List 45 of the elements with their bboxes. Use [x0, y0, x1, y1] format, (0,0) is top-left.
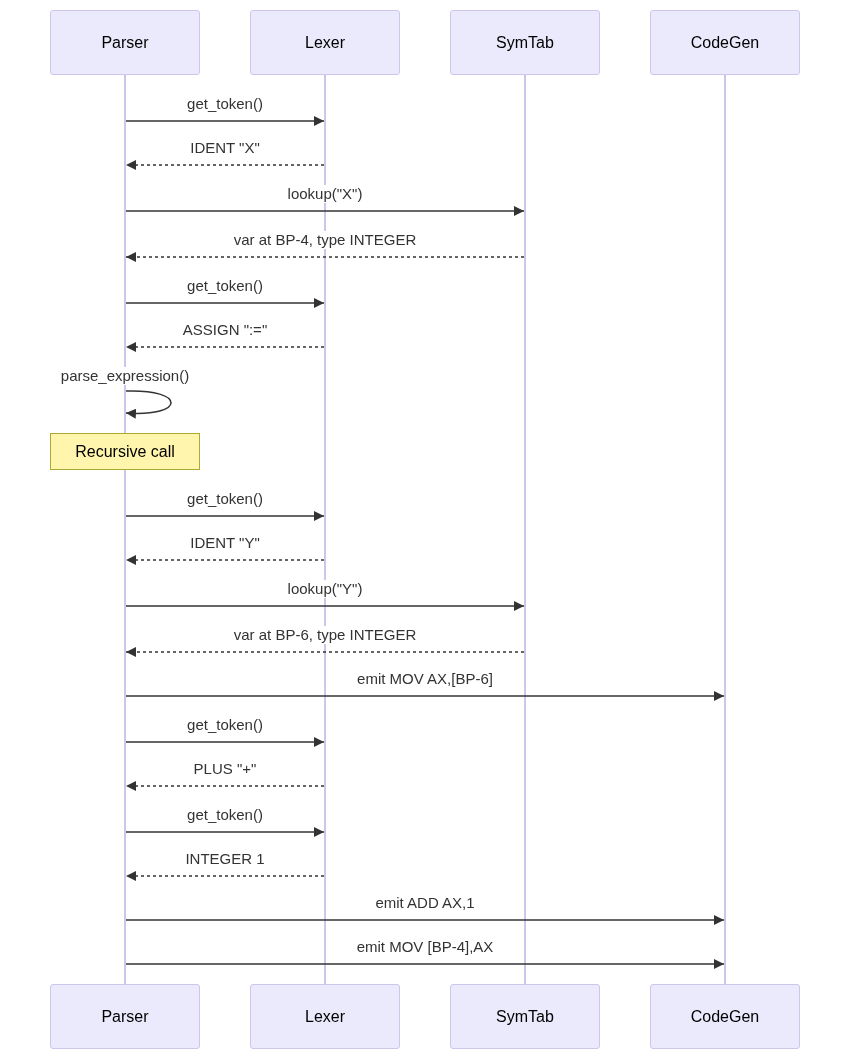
message-label: get_token(): [185, 277, 265, 295]
lifeline: [124, 75, 126, 433]
message-arrow: [125, 601, 525, 611]
reply-arrow: [125, 781, 325, 791]
message-label: parse_expression(): [58, 367, 192, 385]
message-label: var at BP-4, type INTEGER: [231, 231, 419, 249]
message-label: get_token(): [185, 95, 265, 113]
participant-box: Parser: [50, 984, 200, 1049]
message-label: var at BP-6, type INTEGER: [231, 626, 419, 644]
message-label: lookup("Y"): [285, 580, 365, 598]
reply-arrow: [125, 555, 325, 565]
reply-arrow: [125, 252, 525, 262]
participant-box: Parser: [50, 10, 200, 75]
participant-box: SymTab: [450, 10, 600, 75]
message-arrow: [125, 511, 325, 521]
participant-box: CodeGen: [650, 984, 800, 1049]
self-message-arrow: [125, 390, 172, 419]
note-box: Recursive call: [50, 433, 200, 470]
reply-arrow: [125, 647, 525, 657]
message-label: emit MOV [BP-4],AX: [354, 938, 496, 956]
message-arrow: [125, 959, 725, 969]
participant-box: Lexer: [250, 984, 400, 1049]
message-arrow: [125, 691, 725, 701]
participant-box: CodeGen: [650, 10, 800, 75]
message-arrow: [125, 206, 525, 216]
participant-box: SymTab: [450, 984, 600, 1049]
reply-arrow: [125, 342, 325, 352]
message-label: emit ADD AX,1: [373, 894, 477, 912]
message-label: emit MOV AX,[BP-6]: [355, 670, 495, 688]
participant-box: Lexer: [250, 10, 400, 75]
reply-arrow: [125, 871, 325, 881]
message-arrow: [125, 116, 325, 126]
message-label: get_token(): [185, 490, 265, 508]
message-arrow: [125, 827, 325, 837]
message-arrow: [125, 737, 325, 747]
lifeline: [524, 75, 526, 984]
lifeline: [124, 470, 126, 984]
lifeline: [724, 75, 726, 984]
message-label: get_token(): [185, 806, 265, 824]
lifeline: [324, 75, 326, 984]
message-label: get_token(): [185, 716, 265, 734]
message-arrow: [125, 298, 325, 308]
reply-arrow: [125, 160, 325, 170]
message-label: lookup("X"): [285, 185, 365, 203]
message-arrow: [125, 915, 725, 925]
